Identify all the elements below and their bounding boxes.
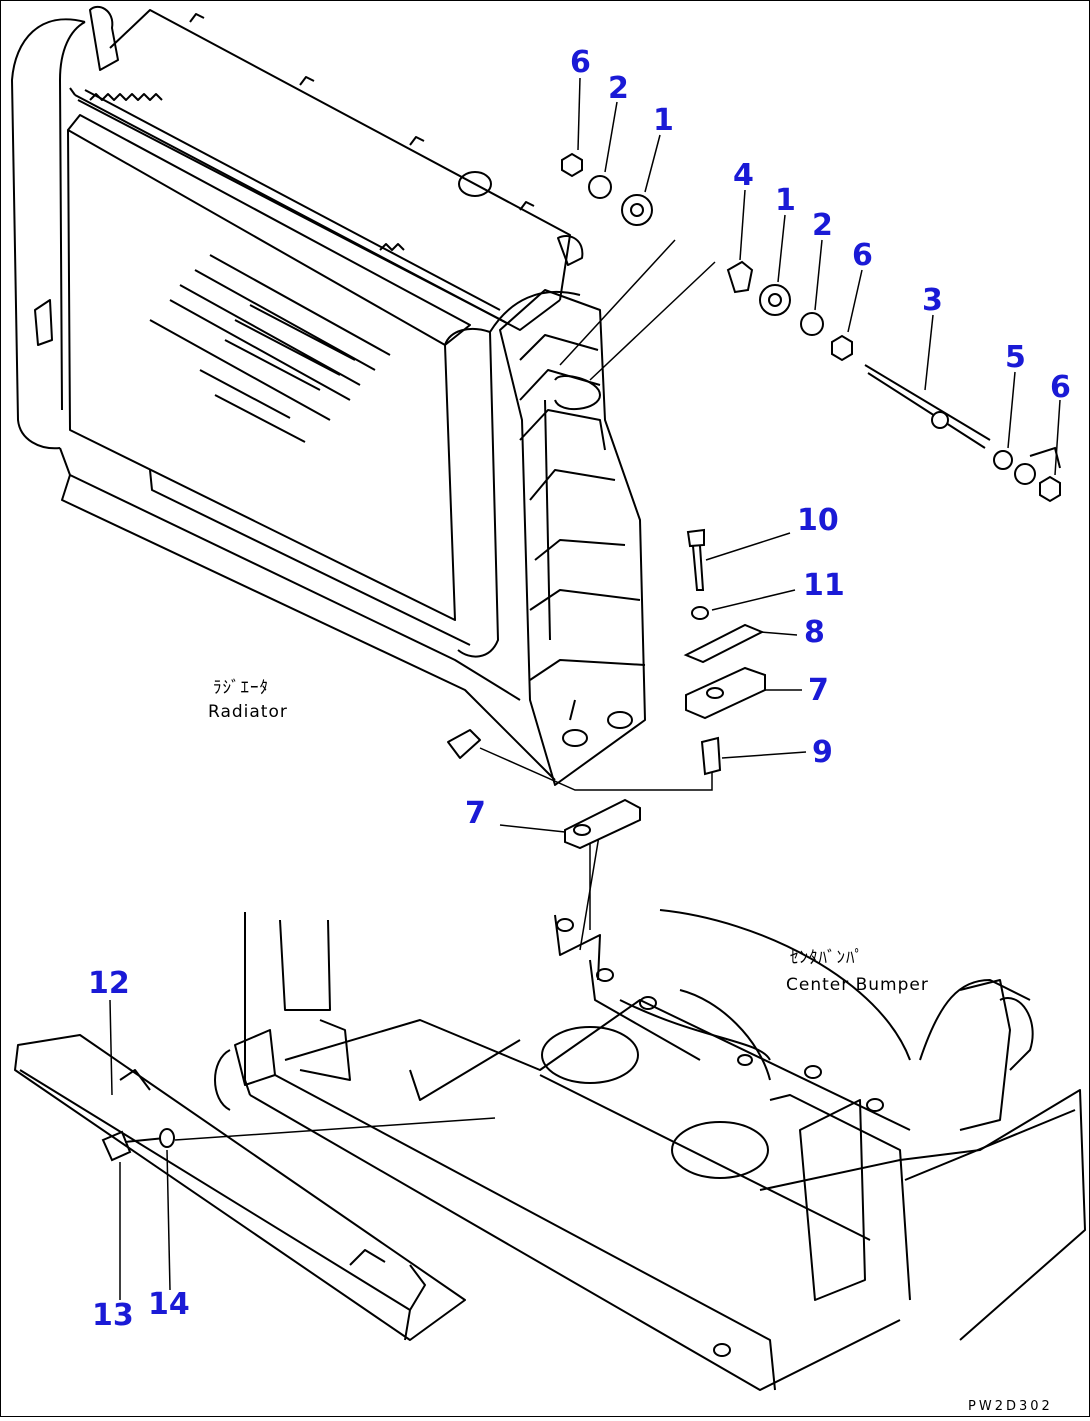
part-rod-3	[864, 364, 991, 449]
callout-1-mid: 1	[775, 183, 796, 218]
callout-11: 11	[803, 568, 845, 603]
callout-6-top: 6	[570, 45, 591, 80]
part-bolt-13	[101, 1130, 166, 1162]
radiator-drawing	[11, 5, 646, 786]
part-washer-11	[691, 606, 709, 620]
part-nut-6b	[831, 334, 853, 362]
radiator-label-en: Radiator	[208, 702, 288, 722]
part-bolt-10	[686, 528, 705, 591]
callout-1-top: 1	[653, 103, 674, 138]
part-washer-14	[159, 1128, 175, 1148]
part-washer-5	[993, 450, 1013, 470]
bumper-label-jp: ｾﾝﾀﾊﾞﾝﾊﾟ	[790, 948, 864, 968]
callout-9: 9	[812, 735, 833, 770]
part-washer-2a	[588, 175, 612, 199]
callout-2-mid: 2	[812, 208, 833, 243]
part-washer-2b	[800, 312, 824, 336]
callout-leaders	[109, 77, 1061, 1300]
drawing-code: PW2D302	[968, 1399, 1053, 1414]
part-spacer-7b	[564, 798, 641, 850]
bumper-label-en: Center Bumper	[786, 975, 929, 995]
callout-14: 14	[148, 1287, 190, 1322]
callout-13: 13	[92, 1298, 134, 1333]
part-nut-6c	[1039, 475, 1061, 503]
callout-3: 3	[922, 283, 943, 318]
text-labels: ﾗｼﾞｴｰﾀ Radiator ｾﾝﾀﾊﾞﾝﾊﾟ Center Bumper P…	[208, 678, 1053, 1414]
part-collar-9	[700, 736, 722, 776]
callout-6-mid: 6	[852, 238, 873, 273]
callouts: 6 2 1 4 1 2 6 3 5 6 10 11 8 7 9 7 12 13 …	[88, 45, 1071, 1333]
callout-6-right: 6	[1050, 370, 1071, 405]
radiator-label-jp: ﾗｼﾞｴｰﾀ	[213, 678, 269, 698]
callout-12: 12	[88, 966, 130, 1001]
callout-7-right: 7	[808, 673, 829, 708]
part-collar-4	[726, 260, 754, 294]
callout-8: 8	[804, 615, 825, 650]
callout-10: 10	[797, 503, 839, 538]
frame-drawing	[14, 909, 1086, 1391]
part-nut-6a	[561, 152, 583, 178]
callout-2-top: 2	[608, 71, 629, 106]
callout-4: 4	[733, 158, 754, 193]
callout-5: 5	[1005, 340, 1026, 375]
callout-7-left: 7	[465, 796, 486, 831]
